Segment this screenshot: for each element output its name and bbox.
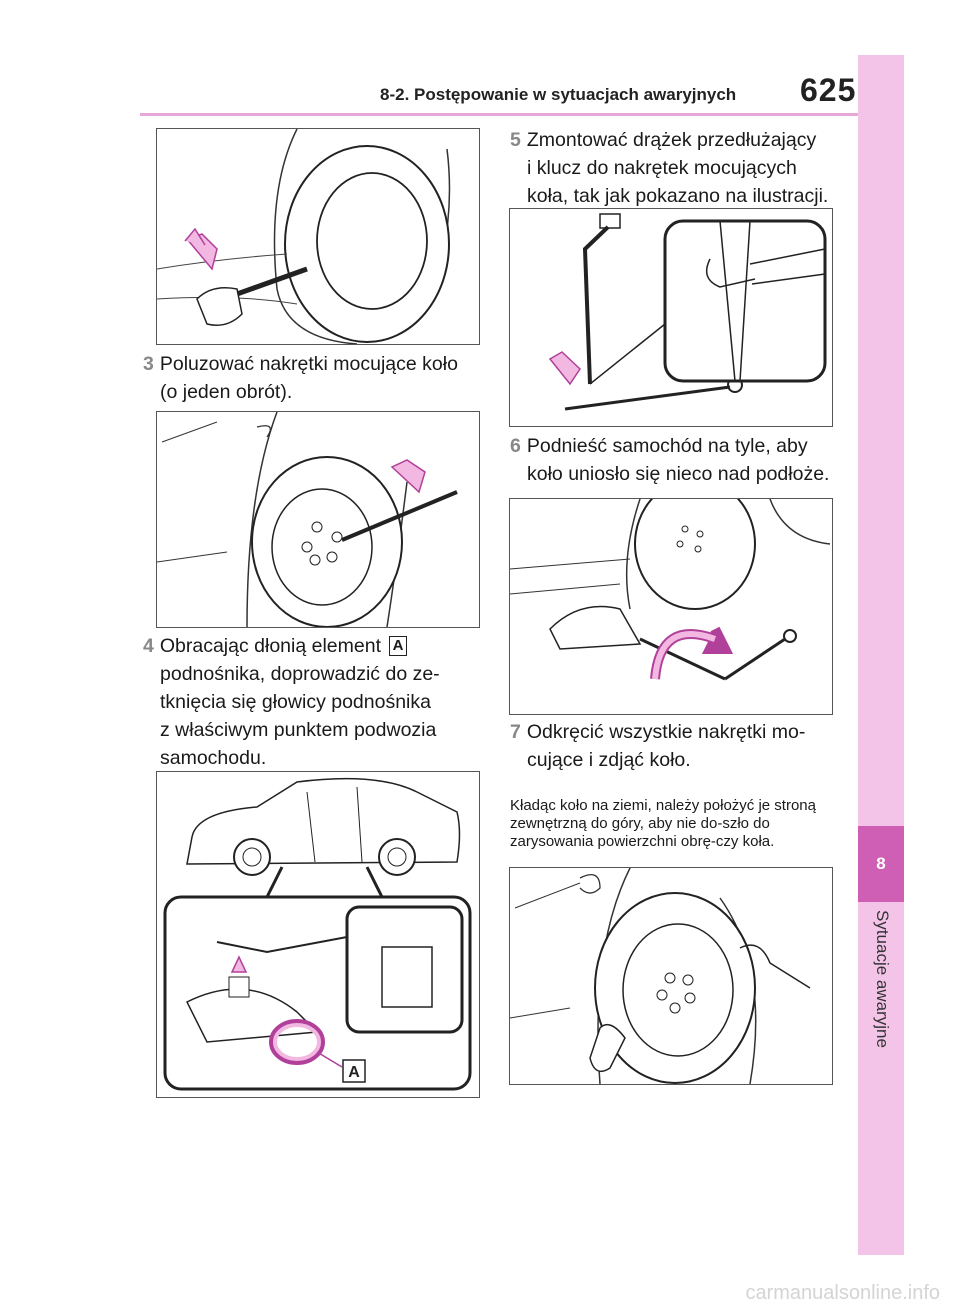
chapter-number: 8 bbox=[858, 826, 904, 902]
figure-jack-position: A bbox=[156, 771, 480, 1098]
figure-callout-a: A bbox=[348, 1064, 360, 1081]
figure-remove-hubcap bbox=[156, 128, 480, 345]
chapter-side-tab bbox=[858, 55, 904, 1255]
figure-raise-vehicle bbox=[509, 498, 833, 715]
page-number: 625 bbox=[800, 72, 857, 108]
step-number: 7 bbox=[510, 721, 521, 743]
figure-remove-wheel bbox=[509, 867, 833, 1085]
figure-assemble-wrench bbox=[509, 208, 833, 427]
watermark: carmanualsonline.info bbox=[745, 1282, 940, 1304]
callout-marker-a: A bbox=[389, 636, 407, 656]
note-text: Kładąc koło na ziemi, należy położyć je … bbox=[510, 797, 816, 850]
section-title: 8-2. Postępowanie w sytuacjach awaryjnyc… bbox=[380, 85, 737, 104]
header-divider bbox=[140, 113, 858, 116]
chapter-label: Sytuacje awaryjne bbox=[873, 910, 892, 1048]
figure-loosen-nuts bbox=[156, 411, 480, 628]
step-number: 6 bbox=[510, 435, 521, 457]
step-number: 3 bbox=[143, 353, 154, 375]
step-number: 5 bbox=[510, 129, 521, 151]
step-number: 4 bbox=[143, 635, 154, 657]
